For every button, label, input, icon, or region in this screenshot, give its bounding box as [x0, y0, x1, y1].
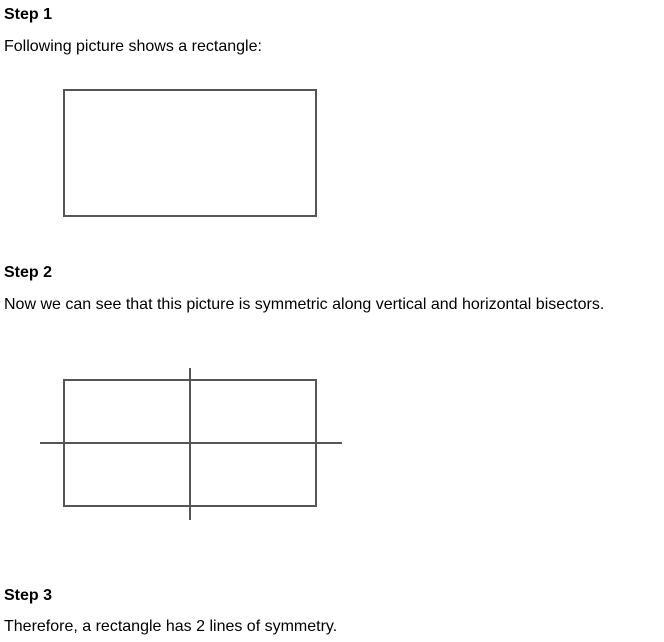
- rectangle-shape: [63, 89, 317, 217]
- step-1-text: Following picture shows a rectangle:: [4, 38, 262, 55]
- step-1-heading: Step 1: [4, 6, 53, 23]
- rectangle-figure: [63, 89, 317, 217]
- rectangle-bisectors-figure: [40, 368, 342, 520]
- step-2-heading: Step 2: [4, 264, 53, 281]
- step-2-text: Now we can see that this picture is symm…: [4, 296, 605, 313]
- step-3-text: Therefore, a rectangle has 2 lines of sy…: [4, 618, 338, 635]
- step-3-heading: Step 3: [4, 587, 53, 604]
